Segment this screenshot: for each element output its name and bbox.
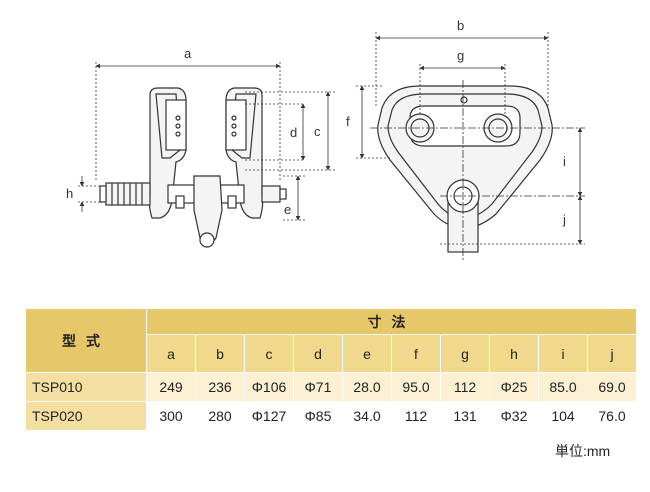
model-cell: TSP020 <box>25 401 147 431</box>
column-header: i <box>538 334 588 373</box>
value-cell: 34.0 <box>342 401 392 431</box>
value-cell: 112 <box>440 372 490 402</box>
trolley-front-view <box>377 85 553 253</box>
table-header-row: 型式 寸法 <box>25 308 637 373</box>
value-cell: Φ85 <box>293 401 343 431</box>
table-row: TSP010 249 236 Φ106 Φ71 28.0 95.0 112 Φ2… <box>25 372 637 402</box>
column-header: d <box>293 334 343 373</box>
trolley-side-view <box>99 87 287 248</box>
unit-note: 単位:mm <box>555 443 611 459</box>
dimension-lines-left <box>78 62 335 221</box>
dim-label-c: c <box>314 124 321 139</box>
table-column-header-row: a b c d e f g h i j <box>26 334 637 373</box>
value-cell: 131 <box>440 401 490 431</box>
value-cell: Φ106 <box>244 372 294 402</box>
value-cell: 249 <box>146 372 196 402</box>
value-cell: 280 <box>195 401 245 431</box>
technical-drawing: a d c e h b g f i j <box>66 18 585 260</box>
model-header: 型式 <box>25 308 147 373</box>
value-cell: Φ32 <box>489 401 539 431</box>
value-cell: Φ71 <box>293 372 343 402</box>
dimension-lines-right <box>356 32 585 260</box>
value-cell: Φ25 <box>489 372 539 402</box>
value-cell: Φ127 <box>244 401 294 431</box>
value-cell: 236 <box>195 372 245 402</box>
dim-label-b: b <box>457 18 464 33</box>
column-header: b <box>195 334 245 373</box>
dim-label-i: i <box>563 154 566 169</box>
dim-label-f: f <box>346 114 350 129</box>
column-header: a <box>146 334 196 373</box>
dim-label-e: e <box>284 202 291 217</box>
dim-label-a: a <box>184 46 192 61</box>
dim-label-d: d <box>290 125 297 140</box>
dimensions-header: 寸法 <box>146 308 637 335</box>
column-header: c <box>244 334 294 373</box>
value-cell: 76.0 <box>587 401 637 431</box>
value-cell: 95.0 <box>391 372 441 402</box>
model-header-label: 型式 <box>62 332 110 349</box>
column-header: g <box>440 334 490 373</box>
value-cell: 85.0 <box>538 372 588 402</box>
model-cell: TSP010 <box>25 372 147 402</box>
spec-table: 型式 寸法 a b c d e f g h i j TSP010 249 236… <box>25 308 637 431</box>
dimensions-header-label: 寸法 <box>367 313 416 330</box>
column-header: h <box>489 334 539 373</box>
dim-label-g: g <box>457 48 464 63</box>
column-header: j <box>587 334 637 373</box>
value-cell: 112 <box>391 401 441 431</box>
column-header: f <box>391 334 441 373</box>
dim-label-h: h <box>66 186 73 201</box>
value-cell: 300 <box>146 401 196 431</box>
value-cell: 28.0 <box>342 372 392 402</box>
value-cell: 69.0 <box>587 372 637 402</box>
column-header: e <box>342 334 392 373</box>
value-cell: 104 <box>538 401 588 431</box>
dim-label-j: j <box>562 212 566 227</box>
table-row: TSP020 300 280 Φ127 Φ85 34.0 112 131 Φ32… <box>25 401 637 431</box>
